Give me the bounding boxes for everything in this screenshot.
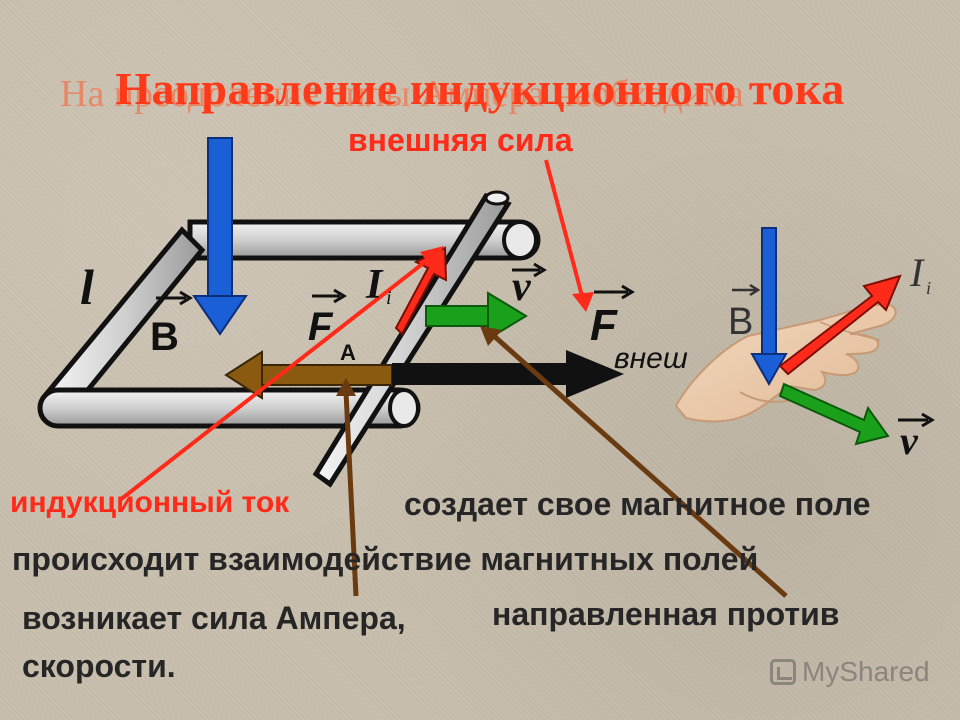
hand-label-current: I	[909, 250, 925, 295]
ampere-force-arrow	[224, 350, 393, 400]
velocity-arrow	[425, 291, 528, 341]
presentation-icon	[770, 659, 796, 685]
vector-bar-b	[156, 290, 193, 306]
pointer-ampere-force	[343, 391, 359, 597]
label-f-external: F	[590, 301, 618, 350]
b-field-arrow	[192, 137, 248, 336]
conductor-frame	[37, 190, 541, 488]
pointer-induction-current-head	[420, 246, 444, 268]
title-overlap-text: На преодоление силы Ампера необходима	[60, 73, 744, 115]
hand-label-b: B	[728, 301, 753, 343]
interaction-text: происходит взаимодействие магнитных поле…	[12, 541, 759, 577]
hand-velocity-arrow	[778, 382, 890, 446]
label-b: B	[150, 315, 179, 359]
hand-current-arrow	[778, 274, 902, 376]
page-title: Направление индукционного тока	[115, 63, 845, 114]
pointer-induction-current	[118, 256, 432, 502]
of-velocity-text: скорости.	[22, 648, 176, 684]
induced-current-arrow	[394, 246, 448, 336]
pointer-velocity-head	[480, 326, 502, 346]
vector-bar-fa	[312, 288, 347, 304]
pointer-velocity	[492, 334, 788, 598]
induction-current-label: индукционный ток	[10, 486, 290, 519]
pointer-external-force-head	[572, 292, 594, 312]
watermark-logo: MyShared	[770, 656, 930, 688]
label-f-ampere: F	[308, 305, 334, 349]
pointer-ampere-force-head	[336, 378, 356, 396]
pointer-external-force	[544, 159, 584, 297]
label-length: l	[80, 259, 94, 315]
label-f-external-sub: внеш	[614, 342, 688, 375]
hand-b-arrow-shaft	[761, 227, 777, 357]
diagram-labels: l B F A I i v F внеш	[80, 259, 688, 375]
ampere-arises-text: возникает сила Ампера,	[22, 600, 406, 636]
external-force-label: внешняя сила	[348, 122, 573, 158]
watermark-text: MyShared	[802, 656, 930, 687]
label-current: I	[365, 262, 384, 308]
right-hand-illustration: B I i v	[674, 227, 935, 463]
label-velocity: v	[512, 264, 532, 310]
external-force-arrow	[392, 350, 624, 398]
hand-b-arrow-head	[750, 353, 788, 387]
label-f-ampere-sub: A	[340, 340, 356, 365]
creates-field-text: создает свое магнитное поле	[404, 486, 871, 522]
vector-bar-fext	[594, 284, 635, 300]
hand-label-velocity: v	[900, 418, 919, 463]
vector-bar-v	[512, 262, 547, 278]
hand-label-current-sub: i	[926, 278, 931, 298]
directed-against-text: направленная против	[492, 596, 840, 632]
label-current-sub: i	[386, 287, 392, 309]
